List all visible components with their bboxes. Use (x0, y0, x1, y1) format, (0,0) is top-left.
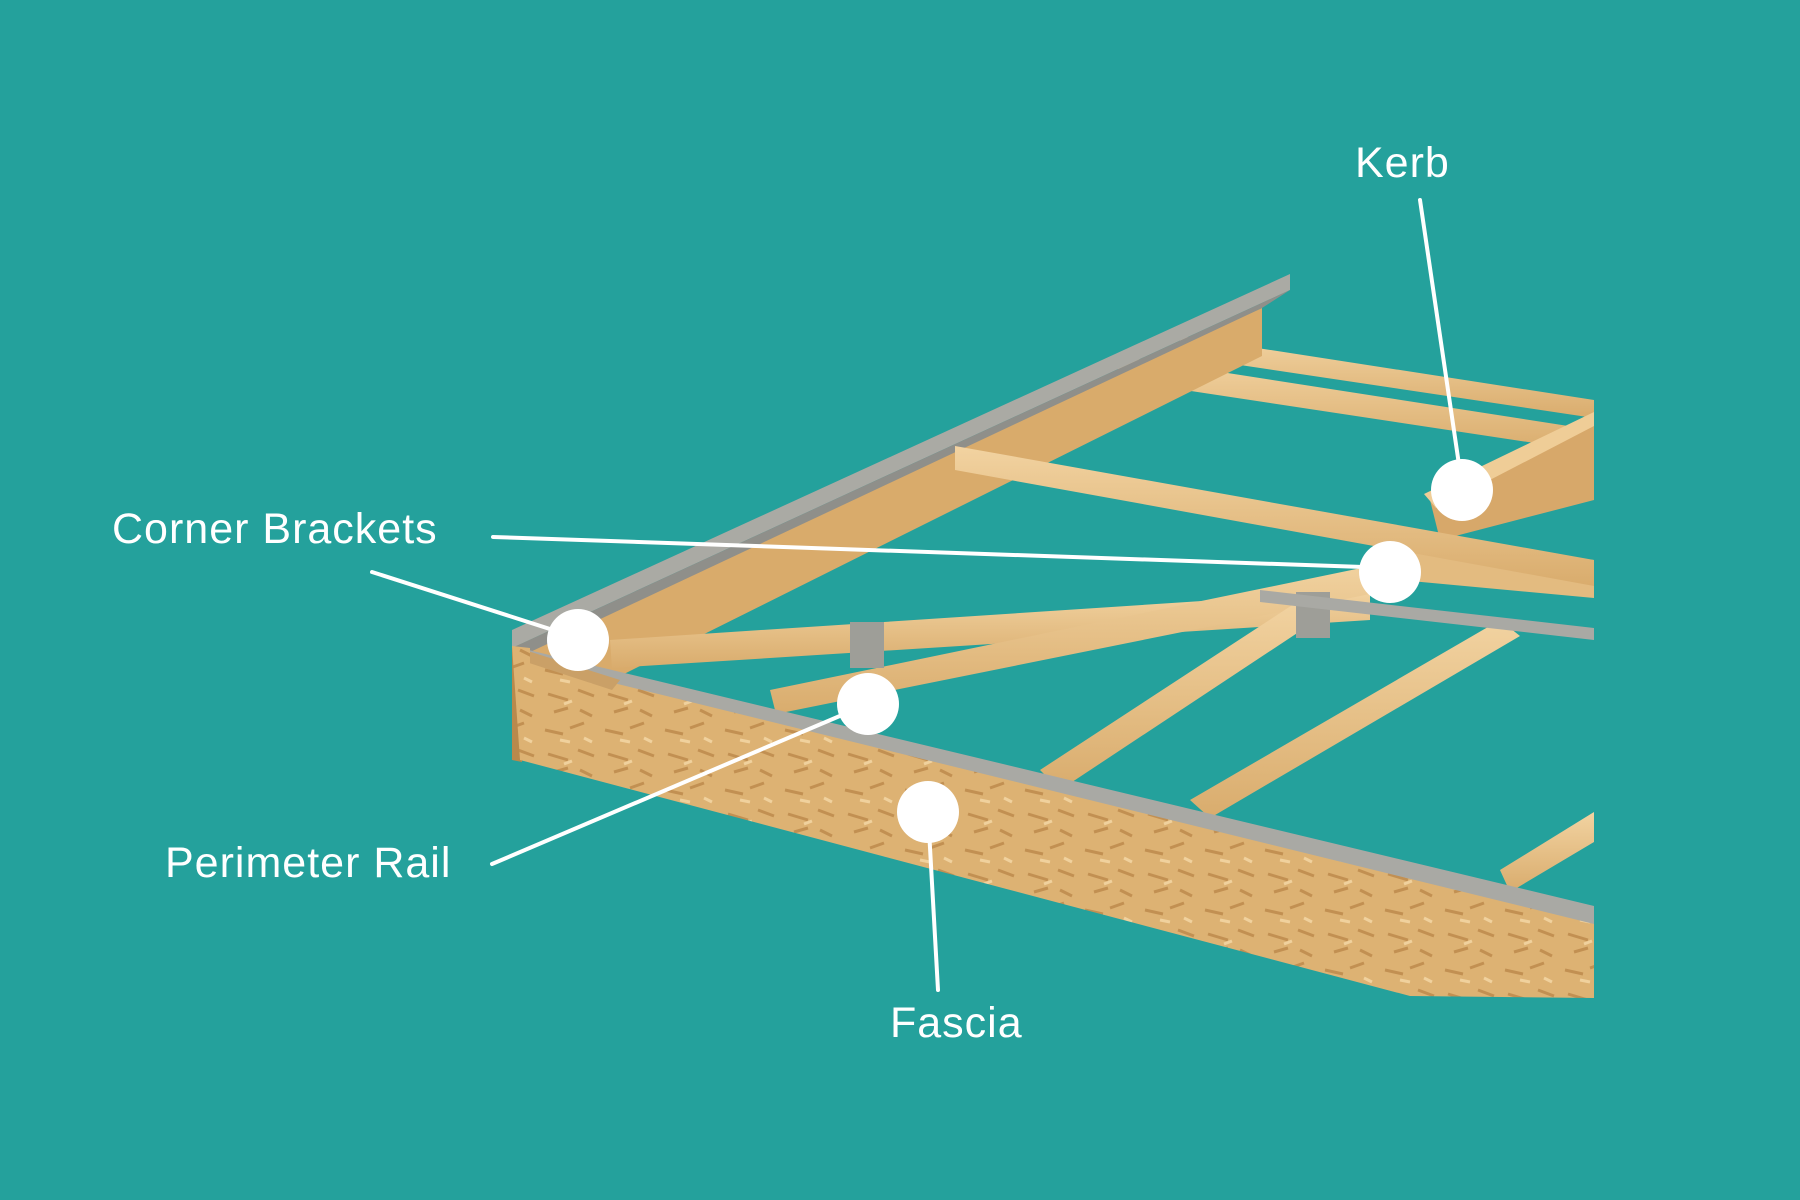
corner-bracket-marker-right (1359, 541, 1421, 603)
perimeter-rail-leader (490, 702, 870, 866)
back-left-beam (512, 274, 1290, 680)
corner-brackets-leader-right (491, 535, 1394, 570)
corner-brackets-label: Corner Brackets (112, 505, 438, 553)
corner-bracket-marker-left (547, 609, 609, 671)
callout-dots (547, 459, 1493, 843)
perimeter-rail-marker (837, 673, 899, 735)
fascia-label: Fascia (890, 999, 1023, 1047)
kerb-leader (1418, 198, 1464, 487)
fascia-marker (897, 781, 959, 843)
kerb-frame (1118, 336, 1594, 598)
perimeter-rail-label: Perimeter Rail (165, 839, 452, 887)
kerb-label: Kerb (1355, 139, 1450, 187)
corner-brackets-leader-left (370, 570, 580, 640)
kerb-marker (1431, 459, 1493, 521)
